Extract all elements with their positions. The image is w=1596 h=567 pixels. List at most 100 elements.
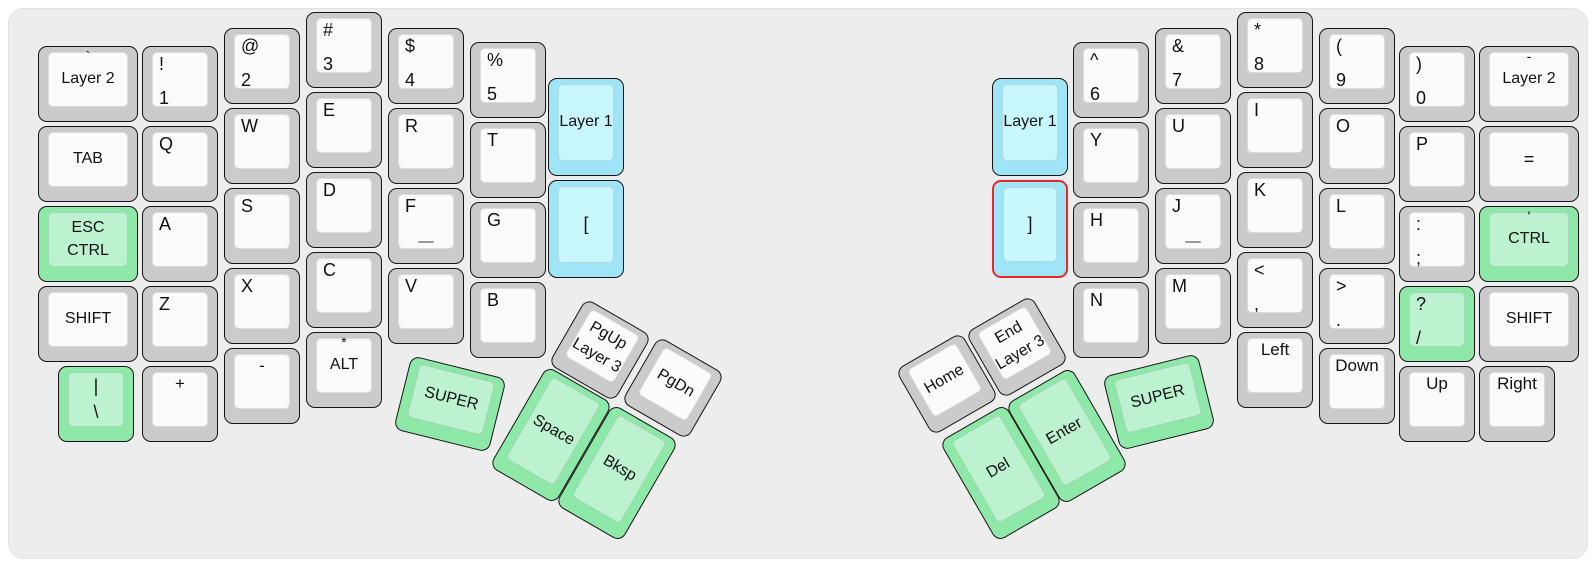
- key-period[interactable]: >.: [1319, 268, 1395, 344]
- keycap-top: Q: [152, 132, 208, 187]
- key-q[interactable]: Q: [142, 126, 218, 202]
- key-k[interactable]: K: [1237, 172, 1313, 248]
- key-arrow-left[interactable]: Left: [1237, 332, 1313, 408]
- key-8[interactable]: *8: [1237, 12, 1313, 88]
- key-i[interactable]: I: [1237, 92, 1313, 168]
- key-legend: Left: [1260, 340, 1290, 359]
- key-legend: E: [323, 100, 336, 120]
- key-w[interactable]: W: [224, 108, 300, 184]
- key-f[interactable]: F: [388, 188, 464, 264]
- key-b[interactable]: B: [470, 282, 546, 358]
- keycap-top: >.: [1329, 274, 1385, 330]
- key-l[interactable]: L: [1319, 188, 1395, 264]
- key-legend: SUPER: [1128, 382, 1187, 412]
- keycap-top: SUPER: [406, 363, 496, 436]
- key-5[interactable]: %5: [470, 42, 546, 118]
- keycap-top: @2: [234, 34, 290, 90]
- key-grave-layer2[interactable]: ` Layer 2: [38, 46, 138, 122]
- keycap-top: )0: [1409, 52, 1465, 108]
- key-t[interactable]: T: [470, 122, 546, 198]
- key-star-alt[interactable]: *ALT: [306, 332, 382, 408]
- keycap-top: Layer 1: [1002, 84, 1058, 161]
- keycap-top: I: [1247, 98, 1303, 153]
- key-4[interactable]: $4: [388, 28, 464, 104]
- keycap-top: -Layer 2: [1489, 48, 1569, 107]
- key-9[interactable]: (9: [1319, 28, 1395, 104]
- key-2[interactable]: @2: [224, 28, 300, 104]
- key-1[interactable]: !1: [142, 46, 218, 122]
- key-quote-ctrl[interactable]: 'CTRL: [1479, 206, 1579, 282]
- key-p[interactable]: P: [1399, 126, 1475, 202]
- key-y[interactable]: Y: [1073, 122, 1149, 198]
- key-0[interactable]: )0: [1399, 46, 1475, 122]
- key-legend: SHIFT: [64, 310, 112, 328]
- key-plus[interactable]: +: [142, 366, 218, 442]
- keycap-top: [: [558, 186, 614, 263]
- key-pipe-backslash[interactable]: |\: [58, 366, 134, 442]
- key-arrow-right[interactable]: Right: [1479, 366, 1555, 442]
- key-7[interactable]: &7: [1155, 28, 1231, 104]
- keycap-top: B: [480, 288, 536, 343]
- key-layer1-right[interactable]: Layer 1: [992, 78, 1068, 176]
- key-legend: |: [93, 376, 99, 397]
- key-equals[interactable]: =: [1479, 126, 1579, 202]
- key-s[interactable]: S: [224, 188, 300, 264]
- key-6[interactable]: ^6: [1073, 42, 1149, 118]
- key-shift-left[interactable]: SHIFT: [38, 286, 138, 362]
- key-left-bracket[interactable]: [: [548, 180, 624, 278]
- key-h[interactable]: H: [1073, 202, 1149, 278]
- key-right-bracket[interactable]: ]: [992, 180, 1068, 278]
- keycap-top: E: [316, 98, 372, 153]
- key-layer1-left[interactable]: Layer 1: [548, 78, 624, 176]
- key-legend: X: [241, 276, 254, 296]
- key-legend: *: [1254, 20, 1262, 40]
- key-c[interactable]: C: [306, 252, 382, 328]
- key-3[interactable]: #3: [306, 12, 382, 88]
- key-top-legend: `: [85, 48, 91, 64]
- key-legend: PgDn: [654, 366, 698, 401]
- homing-bar: [1185, 241, 1201, 243]
- key-v[interactable]: V: [388, 268, 464, 344]
- key-question-slash[interactable]: ?/: [1399, 286, 1475, 362]
- keycap-top: #3: [316, 18, 372, 74]
- key-legend: [: [583, 213, 589, 234]
- keycap-top: J: [1165, 194, 1221, 249]
- key-r[interactable]: R: [388, 108, 464, 184]
- key-u[interactable]: U: [1155, 108, 1231, 184]
- key-legend: Layer 2: [61, 70, 115, 88]
- key-n[interactable]: N: [1073, 282, 1149, 358]
- keycap-top: SHIFT: [48, 292, 128, 347]
- keycap-top: L: [1329, 194, 1385, 249]
- key-d[interactable]: D: [306, 172, 382, 248]
- key-minus[interactable]: -: [224, 348, 300, 424]
- key-legend: Enter: [1043, 414, 1086, 449]
- key-semicolon[interactable]: :;: [1399, 206, 1475, 282]
- key-tab[interactable]: TAB: [38, 126, 138, 202]
- key-legend: M: [1172, 276, 1187, 296]
- key-arrow-down[interactable]: Down: [1319, 348, 1395, 424]
- key-legend: 1: [159, 88, 170, 108]
- key-m[interactable]: M: [1155, 268, 1231, 344]
- key-j[interactable]: J: [1155, 188, 1231, 264]
- key-x[interactable]: X: [224, 268, 300, 344]
- keycap-top: A: [152, 212, 208, 267]
- key-legend: A: [159, 214, 172, 234]
- key-legend: Layer 1: [1003, 113, 1057, 131]
- key-a[interactable]: A: [142, 206, 218, 282]
- key-comma[interactable]: <,: [1237, 252, 1313, 328]
- key-legend: R: [405, 116, 418, 136]
- key-o[interactable]: O: [1319, 108, 1395, 184]
- key-legend-group: Layer 1: [996, 85, 1064, 160]
- key-arrow-up[interactable]: Up: [1399, 366, 1475, 442]
- key-g[interactable]: G: [470, 202, 546, 278]
- key-shift-right[interactable]: SHIFT: [1479, 286, 1579, 362]
- key-e[interactable]: E: [306, 92, 382, 168]
- key-legend: 2: [241, 70, 252, 90]
- key-z[interactable]: Z: [142, 286, 218, 362]
- key-legend-group: |\: [62, 373, 130, 426]
- key-dash-layer2[interactable]: -Layer 2: [1479, 46, 1579, 122]
- key-legend: CTRL: [67, 241, 109, 259]
